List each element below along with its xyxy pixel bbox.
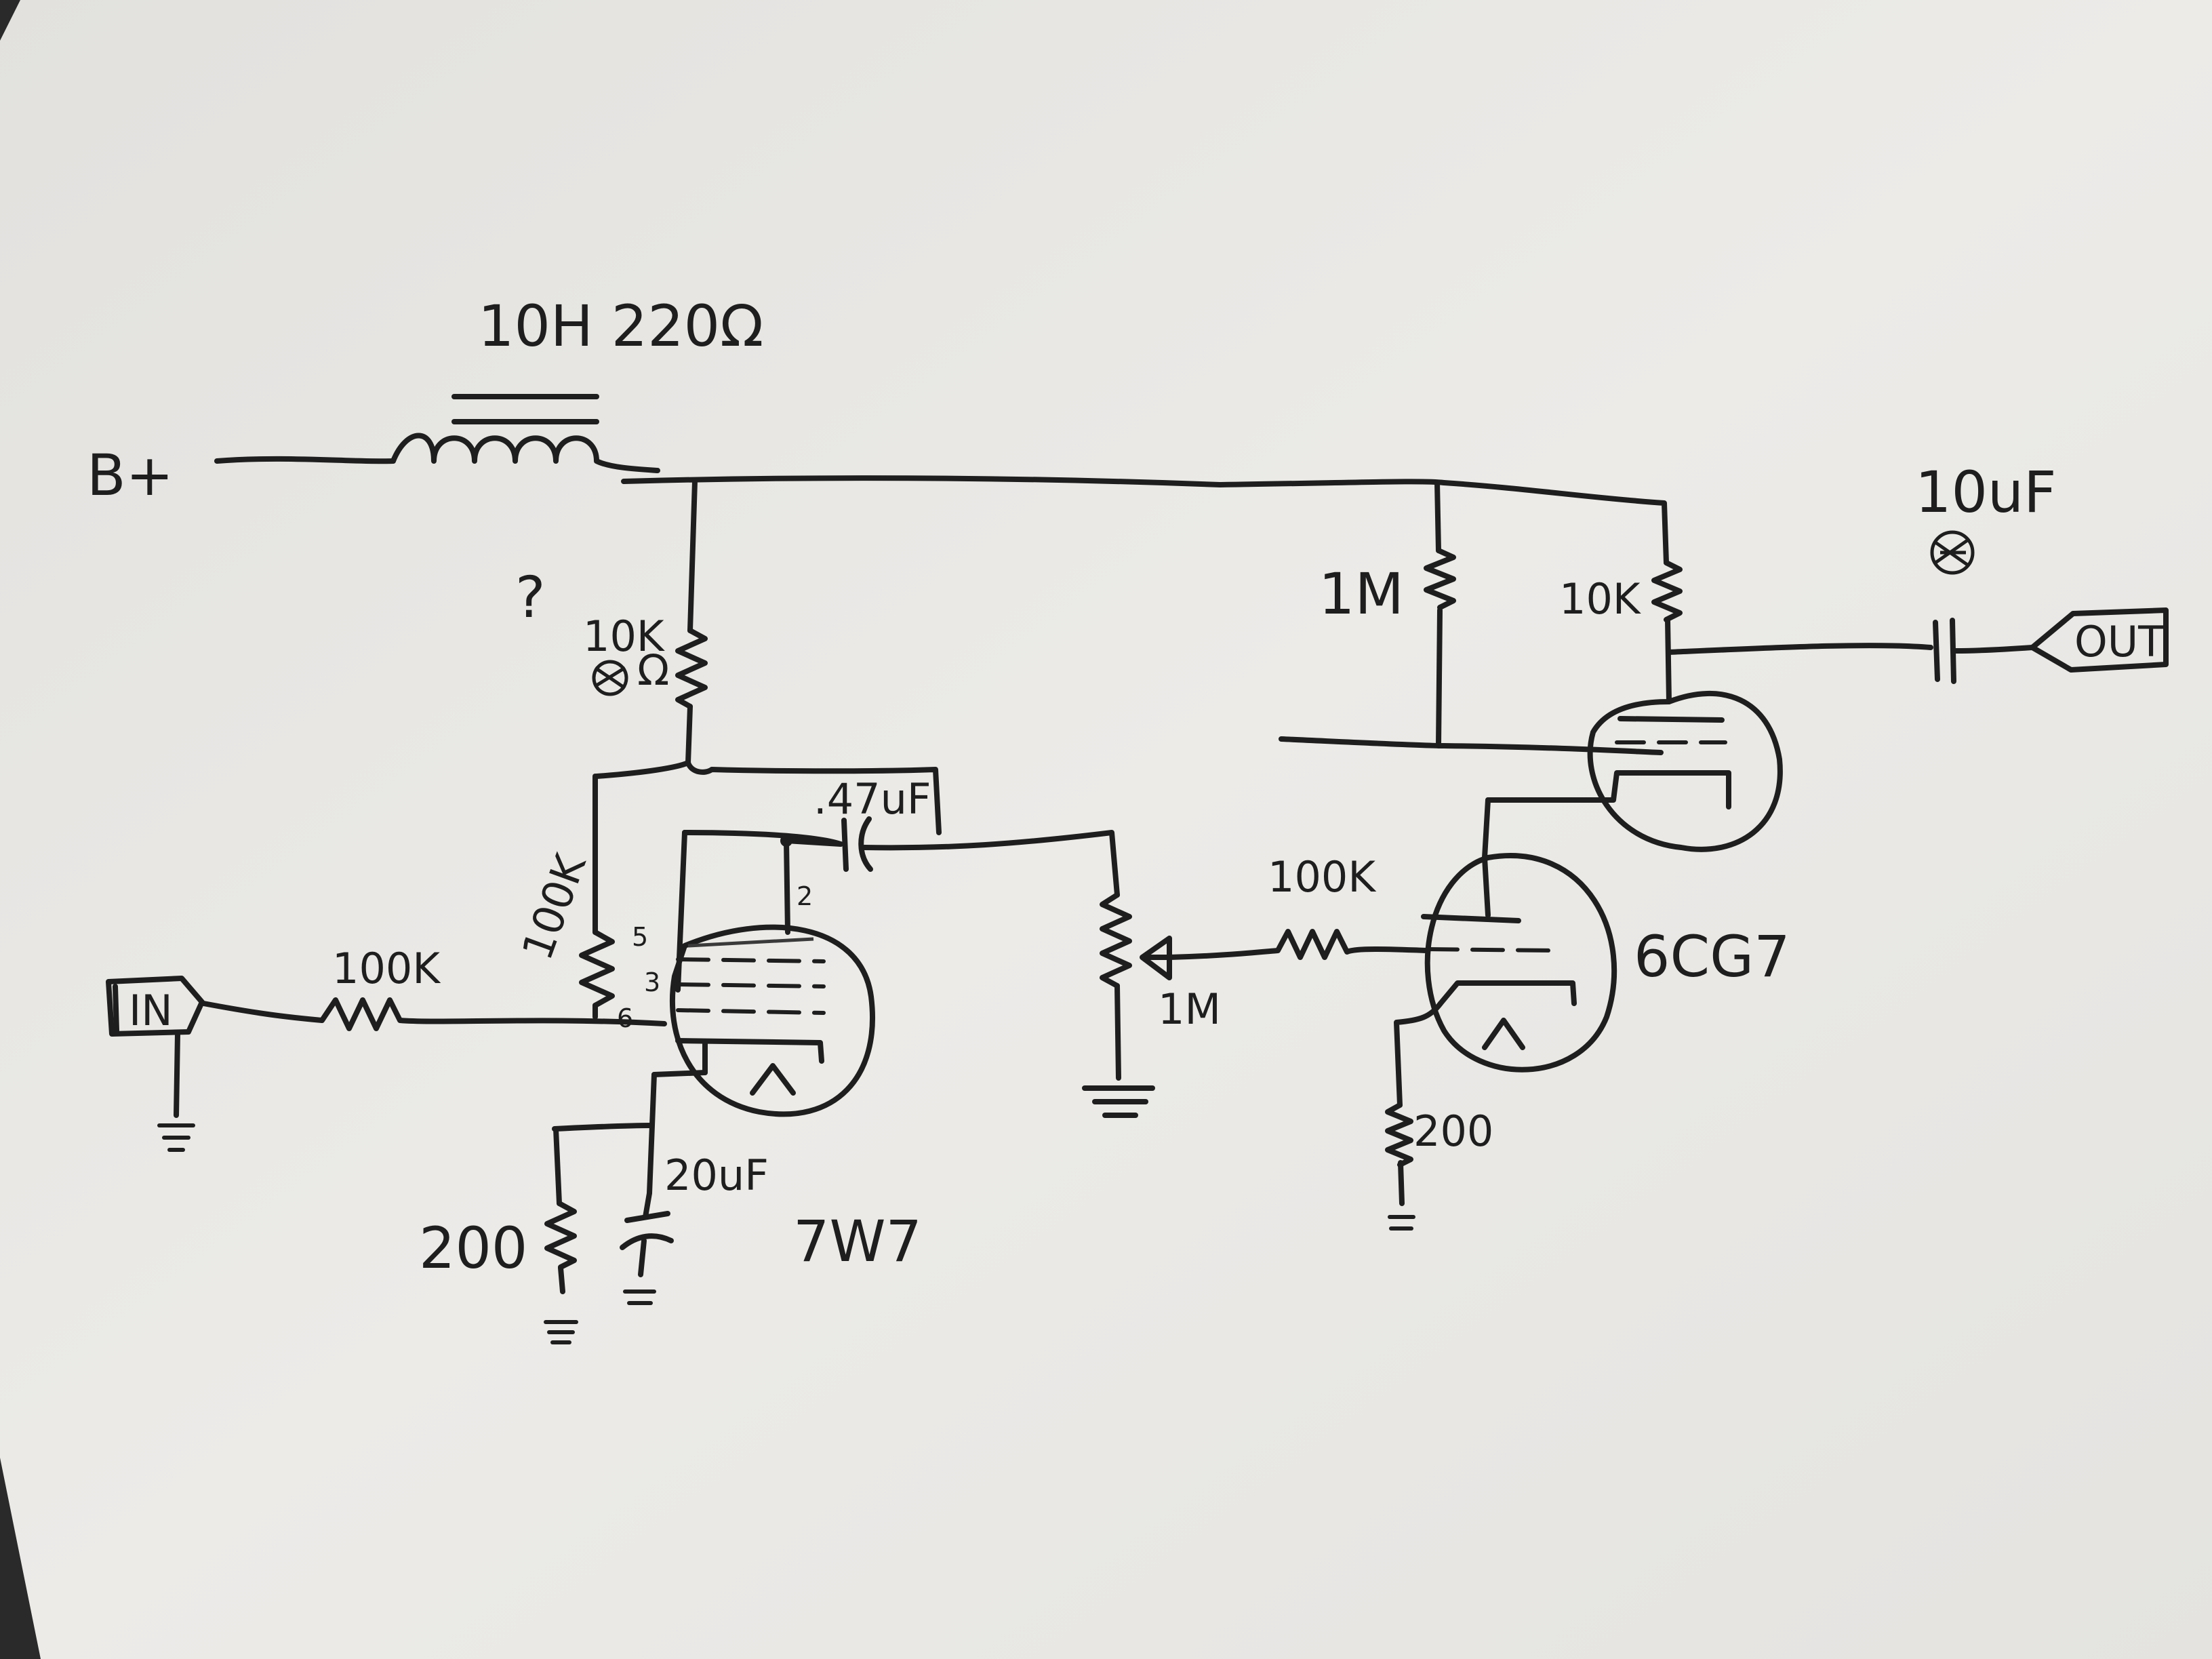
plate-resistor-2 (1651, 560, 1683, 704)
cathode-ground-3 (1388, 1215, 1415, 1231)
grid-resistor (1167, 929, 1430, 960)
input-ground (157, 1123, 195, 1152)
pot-ground (1082, 1085, 1155, 1118)
label-input: IN (129, 986, 173, 1035)
input-resistor (201, 997, 667, 1031)
cathode-2-wire (1394, 1001, 1443, 1108)
cathode-capacitor (620, 1191, 674, 1277)
label-plate-res-unit: Ω (637, 645, 669, 695)
cathode-bus (552, 1123, 653, 1132)
label-pin2: 2 (797, 881, 813, 911)
label-cathode-res-2: 200 (1413, 1106, 1493, 1156)
label-tube2: 6CG7 (1634, 923, 1790, 990)
grid-bus-wire (1279, 736, 1664, 755)
pin2-wire (784, 838, 790, 935)
output-connector (2030, 607, 2169, 673)
cathode-down-wire (647, 1072, 657, 1196)
label-output: OUT (2074, 617, 2165, 666)
label-coupling-cap: .47uF (813, 774, 931, 824)
choke (214, 394, 660, 473)
label-pin5: 5 (632, 922, 648, 952)
cathode-ground-1 (544, 1320, 578, 1344)
label-cathode-res-1: 200 (419, 1215, 527, 1281)
coupling-capacitor (784, 816, 1120, 898)
scribble-mark (592, 660, 628, 696)
screen-resistor (579, 930, 615, 1020)
label-grid-res: 100K (1268, 852, 1376, 902)
output-wire (1666, 643, 1933, 655)
input-ground-wire (174, 1031, 180, 1118)
grid-leak-resistor (1424, 480, 1456, 748)
label-pin3: 3 (644, 967, 660, 997)
label-cathode-cap: 20uF (664, 1151, 769, 1200)
plate-node-wire (594, 760, 942, 835)
label-grid-leak: 1M (1319, 561, 1404, 627)
tube-6cg7-lower (1421, 853, 1617, 1073)
output-capacitor (1930, 530, 2035, 684)
label-bplus: B+ (87, 442, 174, 508)
label-output-cap: 10uF (1915, 459, 2056, 525)
cathode-wire (651, 1070, 708, 1077)
plate-resistor (675, 479, 708, 765)
label-plate-res-2: 10K (1559, 574, 1641, 624)
input-connector (106, 976, 205, 1037)
cathode-ground-2 (623, 1290, 656, 1305)
volume-pot (1100, 892, 1172, 1081)
cathode-resistor-2 (1385, 1102, 1413, 1206)
label-plate-res: 10K (583, 612, 665, 661)
label-volume-pot: 1M (1158, 984, 1221, 1034)
label-tube1: 7W7 (793, 1208, 922, 1275)
cathode-to-grid-link (1482, 797, 1491, 860)
label-plate-res-q: ? (515, 564, 546, 631)
b-plus-rail (621, 475, 1447, 487)
label-choke: 10H 220Ω (478, 293, 763, 359)
label-input-res: 100K (332, 944, 441, 993)
plate-2-supply-wire (1441, 480, 1669, 565)
cathode-resistor (544, 1126, 577, 1294)
tube-6cg7-upper (1485, 690, 1783, 852)
label-pin6: 6 (617, 1003, 633, 1033)
tube-7w7 (670, 924, 875, 1117)
